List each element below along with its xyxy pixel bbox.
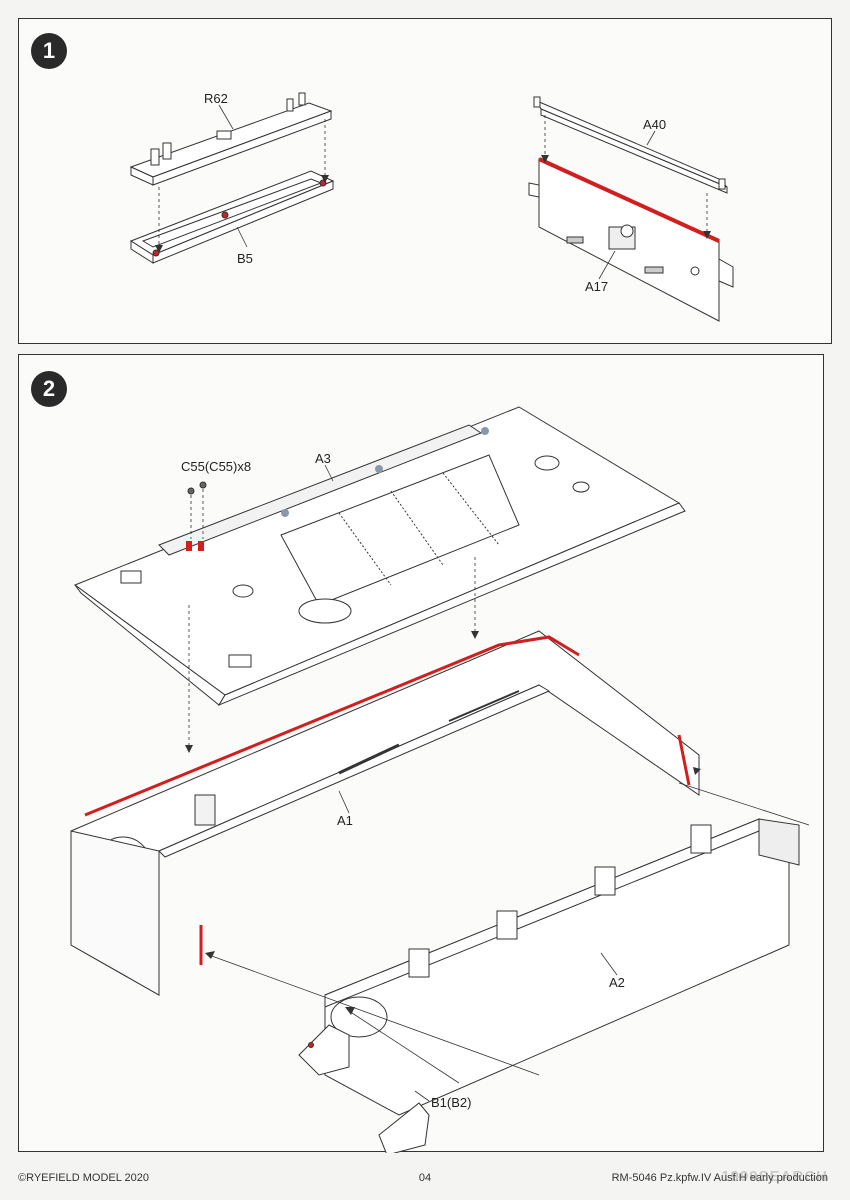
- part-c55-glue-points: [186, 427, 489, 551]
- footer-page-number: 04: [418, 1172, 432, 1184]
- footer-copyright: ©RYEFIELD MODEL 2020: [18, 1172, 149, 1184]
- step-2-badge: 2: [31, 371, 67, 407]
- label-a40: A40: [643, 117, 666, 132]
- step-1-badge: 1: [31, 33, 67, 69]
- part-a40: [533, 96, 728, 194]
- part-c55: [187, 481, 207, 495]
- part-b5: [129, 170, 335, 264]
- label-b1: B1(B2): [431, 1095, 471, 1110]
- step-1-diagram: R62 B5 A40: [129, 91, 734, 322]
- label-a1: A1: [337, 813, 353, 828]
- step-2-panel: 2: [18, 354, 824, 1153]
- part-b1: [298, 1024, 430, 1153]
- label-a2: A2: [609, 975, 625, 990]
- label-a17: A17: [585, 279, 608, 294]
- step-1-panel: 1 R62: [18, 18, 832, 344]
- part-a3: [73, 406, 686, 707]
- part-r62: [129, 92, 333, 186]
- watermark: 1999SEARCH: [721, 1168, 828, 1185]
- label-a3: A3: [315, 451, 331, 466]
- label-r62: R62: [204, 91, 228, 106]
- label-b5: B5: [237, 251, 253, 266]
- footer-product: RM-5046 Pz.kpfw.IV Ausf.H early producti…: [611, 1172, 828, 1184]
- part-a2: [324, 818, 800, 1116]
- step-2-diagram: C55(C55)x8 A3 A1: [70, 406, 810, 1153]
- label-c55: C55(C55)x8: [181, 459, 251, 474]
- part-a1: [70, 630, 700, 996]
- part-a17: [528, 157, 734, 322]
